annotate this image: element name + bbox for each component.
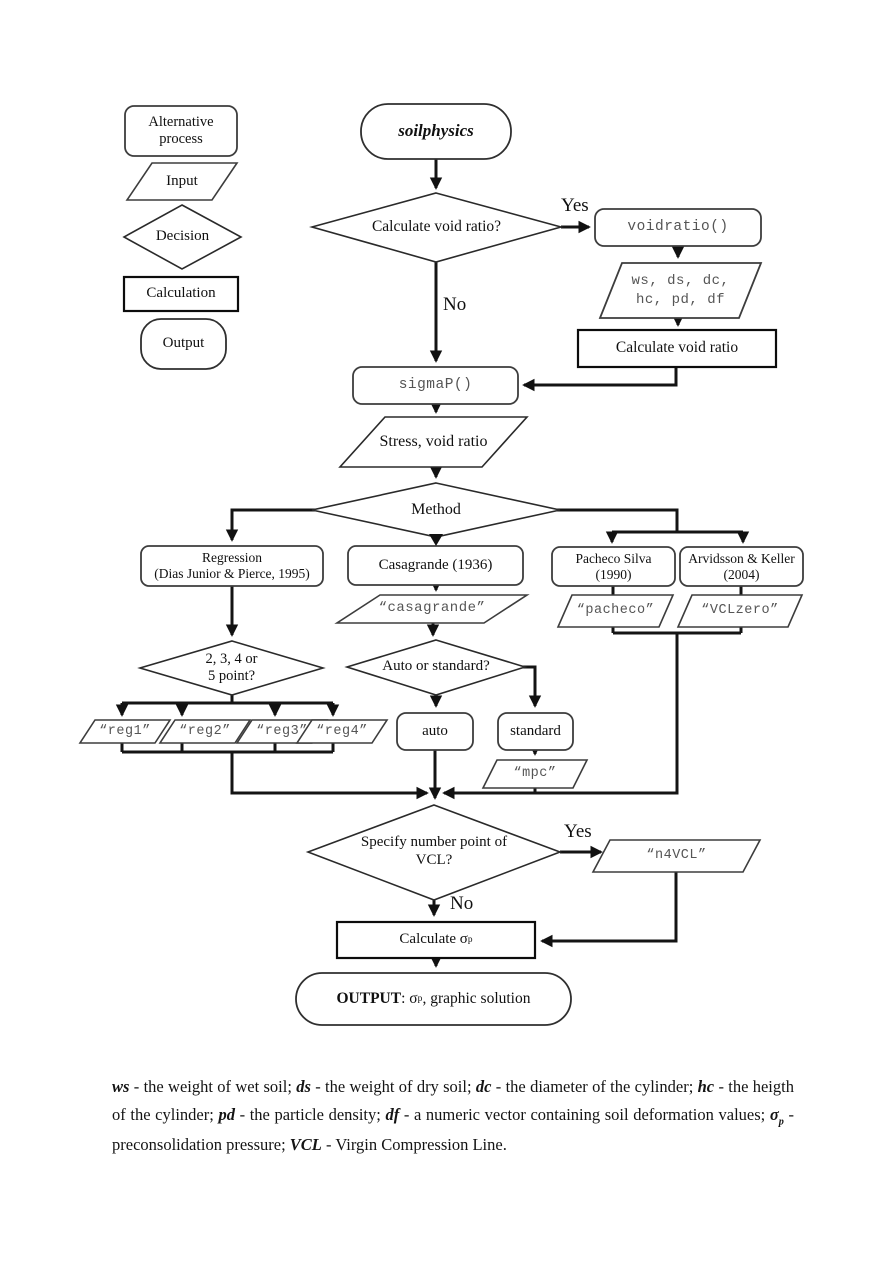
casagrande-arg-shape [334, 594, 530, 624]
caption-text: - preconsolidation pressure; [112, 1105, 794, 1155]
caption-text: - Virgin Compression Line. [321, 1135, 507, 1155]
n4vcl-arg-shape [591, 839, 762, 873]
connector [230, 752, 429, 800]
caption-term-dc: dc [475, 1076, 492, 1096]
caption-text: - the particle density; [234, 1105, 386, 1125]
casagrande-node-shape [347, 545, 524, 586]
method-decision-shape [311, 482, 561, 538]
legend-input-shape [125, 162, 239, 201]
arvidsson-node-shape [679, 546, 804, 587]
caption-term-hc: hc [697, 1076, 715, 1096]
standard-node-shape [497, 712, 574, 751]
caption-text: - a numeric vector containing soil defor… [399, 1105, 770, 1125]
calc-sigma-shape [335, 920, 537, 960]
legend-calculation-shape [122, 275, 240, 313]
legend-decision-shape [122, 204, 243, 270]
void-decision-shape [309, 192, 565, 263]
calc-void-ratio-shape [576, 328, 778, 369]
caption-text: - the weight of dry soil; [310, 1076, 476, 1096]
caption-text: - the diameter of the cylinder; [491, 1076, 698, 1096]
caption-term-df: df [385, 1105, 400, 1125]
pacheco-arg-shape [556, 594, 675, 628]
points-decision-shape [137, 640, 326, 696]
legend-output-shape [140, 318, 227, 370]
mpc-arg-shape [481, 759, 589, 789]
caption-text: - the weight of wet soil; [129, 1076, 297, 1096]
regression-node-shape [140, 545, 324, 587]
reg1-shape [78, 719, 172, 744]
voidratio-node-shape [594, 208, 762, 247]
auto-decision-shape [344, 639, 528, 696]
start-node-shape [360, 103, 512, 160]
sigmap-node-shape [352, 366, 519, 405]
caption-text: - the heigth of the cylinder; [112, 1076, 794, 1125]
connector [523, 665, 542, 708]
vclzero-arg-shape [676, 594, 804, 628]
reg4-shape [295, 719, 389, 744]
connector [540, 872, 678, 948]
caption-term-sigma-sub: p [778, 1116, 784, 1128]
arrowhead [429, 534, 443, 546]
caption-term-ws: ws [112, 1076, 130, 1096]
stress-input-shape [338, 416, 529, 468]
legend-alternative-process-shape [124, 105, 238, 157]
output-node-shape [295, 972, 572, 1026]
auto-node-shape [396, 712, 474, 751]
void-args-shape [598, 262, 763, 319]
connector [442, 633, 679, 800]
connector [522, 367, 678, 392]
caption-term-pd: pd [218, 1105, 235, 1125]
caption-term-ds: ds [296, 1076, 311, 1096]
caption-term-sigma: σ [769, 1105, 779, 1125]
caption-term-vcl: VCL [289, 1135, 322, 1155]
reg2-shape [158, 719, 252, 744]
caption: ws - the weight of wet soil; ds - the we… [112, 1073, 794, 1161]
vcl-decision-shape [305, 804, 563, 901]
pacheco-node-shape [551, 546, 676, 587]
